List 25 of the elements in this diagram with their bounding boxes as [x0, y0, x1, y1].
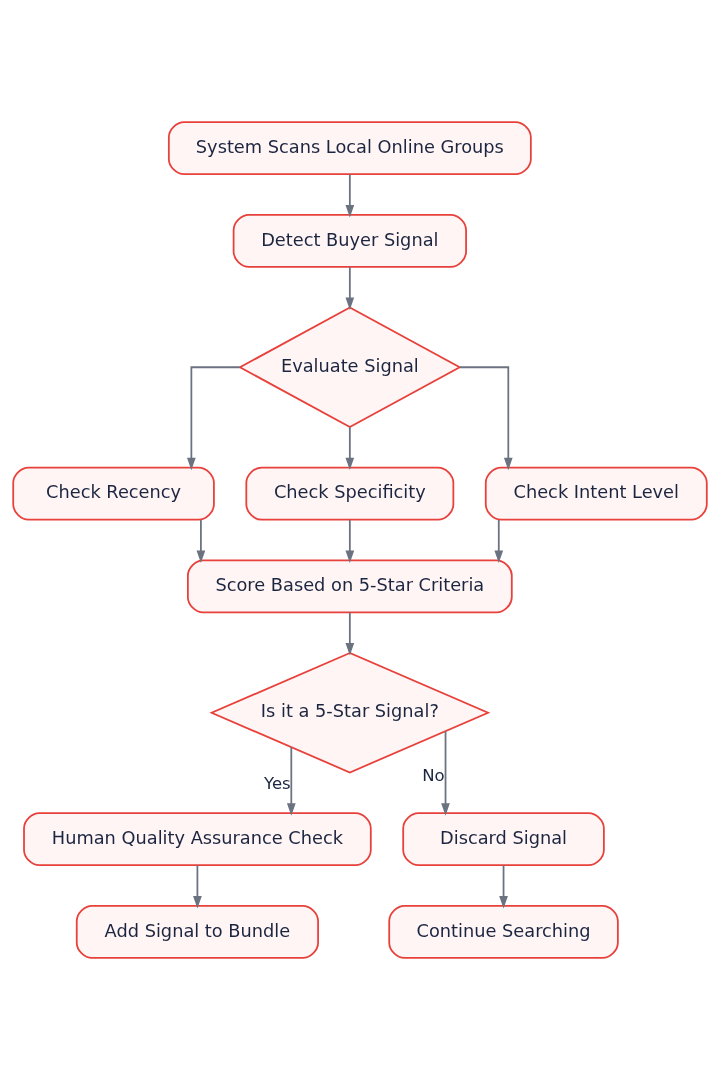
- node-box: Score Based on 5-Star Criteria: [187, 558, 513, 613]
- arrow: [196, 518, 206, 563]
- node-box: System Scans Local Online Groups: [167, 120, 532, 175]
- arrow: [345, 425, 355, 470]
- node-box: Continue Searching: [388, 904, 619, 959]
- arrow: [345, 265, 355, 310]
- edge-label: Yes: [264, 773, 291, 793]
- node-box: Add Signal to Bundle: [75, 904, 319, 959]
- arrow: [345, 518, 355, 563]
- node-box: Check Intent Level: [484, 466, 708, 521]
- arrow: [187, 365, 241, 470]
- arrow: [441, 730, 450, 816]
- arrow: [345, 173, 355, 217]
- arrow: [499, 864, 508, 908]
- node-diamond: Evaluate Signal: [238, 306, 462, 428]
- node-box: Discard Signal: [402, 811, 605, 866]
- arrow: [286, 745, 296, 816]
- arrow: [345, 611, 355, 655]
- node-box: Human Quality Assurance Check: [23, 811, 372, 866]
- node-box: Detect Buyer Signal: [232, 213, 467, 268]
- arrow: [459, 365, 513, 470]
- arrow: [193, 864, 202, 908]
- arrow: [494, 518, 504, 563]
- node-box: Check Recency: [12, 466, 215, 521]
- node-box: Check Specificity: [245, 466, 455, 521]
